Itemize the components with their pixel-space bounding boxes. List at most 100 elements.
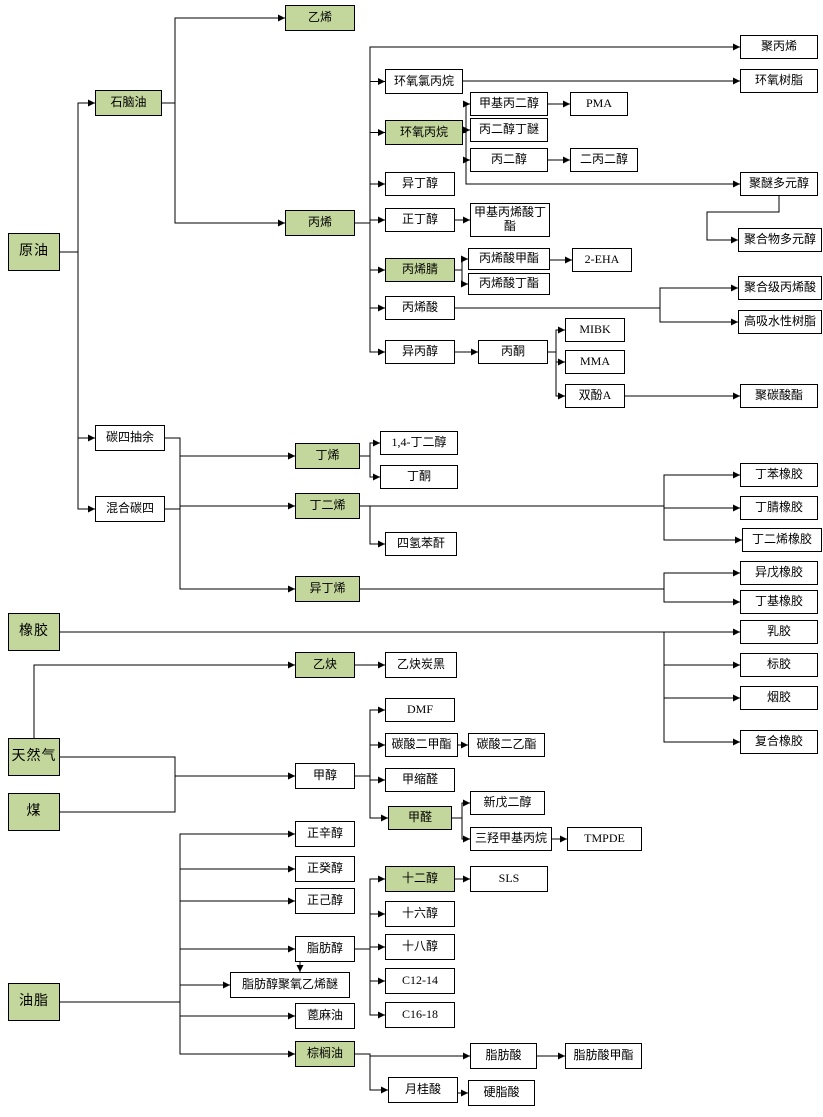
edge-crude-to-mixc4 <box>60 251 95 513</box>
node-paa: 聚合级丙烯酸 <box>738 276 822 300</box>
edge-polyether-to-polymerpolyol <box>706 196 780 244</box>
node-npg: 新戊二醇 <box>470 791 545 815</box>
node-c4raff: 碳四抽余 <box>95 425 165 451</box>
node-bdo: 1,4-丁二醇 <box>380 431 458 455</box>
node-latex: 乳胶 <box>740 620 818 644</box>
node-dmc: 碳酸二甲酯 <box>385 733 458 757</box>
node-compound: 复合橡胶 <box>740 730 818 754</box>
node-sap: 高吸水性树脂 <box>738 310 822 334</box>
node-bpa: 双酚A <box>565 384 625 408</box>
node-lauric: 月桂酸 <box>388 1077 458 1103</box>
node-c1618: C16-18 <box>385 1002 455 1028</box>
node-methylal: 甲缩醛 <box>385 768 455 792</box>
node-thpa: 四氢苯酐 <box>385 532 457 556</box>
node-crude: 原油 <box>8 233 60 271</box>
node-acetone: 丙酮 <box>478 340 548 364</box>
node-castor: 蓖麻油 <box>295 1003 355 1029</box>
node-polyether: 聚醚多元醇 <box>740 172 818 196</box>
node-fattyacid: 脂肪酸 <box>470 1043 537 1069</box>
edge-acetone-to-bpa <box>548 351 565 400</box>
edge-aa-to-sap <box>455 307 738 326</box>
node-stearic: 硬脂酸 <box>468 1080 535 1106</box>
node-mixc4: 混合碳四 <box>95 496 165 522</box>
node-ipa: 异丙醇 <box>385 340 455 364</box>
node-pg: 丙二醇 <box>470 148 548 172</box>
node-acb: 乙炔炭黑 <box>385 652 457 678</box>
node-methanol: 甲醇 <box>295 763 355 789</box>
node-br: 丁二烯橡胶 <box>742 528 822 552</box>
node-butene: 丁烯 <box>295 443 360 469</box>
node-mma: MMA <box>565 350 625 374</box>
node-oils: 油脂 <box>8 983 60 1021</box>
node-sbr: 丁苯橡胶 <box>740 463 818 487</box>
node-rss: 烟胶 <box>740 686 818 710</box>
node-formaldehyde: 甲醛 <box>388 806 452 830</box>
edge-naphtha-to-propylene <box>162 102 285 227</box>
edge-propylene-to-ipa <box>355 222 385 356</box>
node-tsr: 标胶 <box>740 653 818 677</box>
node-palm: 棕榈油 <box>295 1041 355 1067</box>
node-coal: 煤 <box>8 793 60 831</box>
node-nbutanol: 正丁醇 <box>385 208 455 232</box>
node-bma: 甲基丙烯酸丁酯 <box>470 203 550 237</box>
node-aa: 丙烯酸 <box>385 296 455 320</box>
node-dpg: 二丙二醇 <box>570 148 638 172</box>
node-hexanol: 正己醇 <box>295 888 355 914</box>
edge-formaldehyde-to-tmp <box>452 817 470 843</box>
node-tmp: 三羟甲基丙烷 <box>470 827 552 851</box>
node-epoxyresin: 环氧树脂 <box>740 69 818 93</box>
node-po: 环氧丙烷 <box>385 120 463 145</box>
node-pp: 聚丙烯 <box>740 35 818 59</box>
node-mibk: MIBK <box>565 318 625 342</box>
node-decanol: 正癸醇 <box>295 856 355 882</box>
node-mpd: 甲基丙二醇 <box>470 92 548 116</box>
node-isobutylene: 异丁烯 <box>295 576 360 602</box>
edge-butadiene-to-br <box>360 505 742 544</box>
node-nbr: 丁腈橡胶 <box>740 496 818 520</box>
node-butadiene: 丁二烯 <box>295 493 360 519</box>
edge-oils-to-palm <box>60 1001 295 1058</box>
node-naphtha: 石脑油 <box>95 90 162 116</box>
node-dmf: DMF <box>385 698 455 722</box>
node-tmpde: TMPDE <box>567 827 642 851</box>
node-ma: 丙烯酸甲酯 <box>468 248 550 270</box>
node-ng: 天然气 <box>8 738 60 776</box>
edge-fattyalcohol-to-c1618 <box>355 948 385 1019</box>
node-eha: 2-EHA <box>572 248 632 272</box>
node-octanol: 正辛醇 <box>295 821 355 847</box>
node-acetylene: 乙炔 <box>295 652 355 678</box>
node-ba: 丙烯酸丁酯 <box>468 273 550 295</box>
edge-palm-to-lauric <box>355 1053 388 1094</box>
node-stearyl: 十八醇 <box>385 934 455 960</box>
node-pgbe: 丙二醇丁醚 <box>470 118 548 142</box>
edge-coal-to-methanol <box>60 772 295 813</box>
edge-isobutylene-to-iir <box>360 588 740 606</box>
node-cetyl: 十六醇 <box>385 901 455 927</box>
edge-rubber-to-compound <box>60 631 740 746</box>
node-dec: 碳酸二乙酯 <box>468 733 545 757</box>
node-ech: 环氧氯丙烷 <box>385 69 463 94</box>
node-ethylene: 乙烯 <box>285 5 355 31</box>
node-pc: 聚碳酸酯 <box>740 384 818 408</box>
node-dodecanol: 十二醇 <box>385 866 455 892</box>
node-rubber: 橡胶 <box>8 613 60 651</box>
edge-po-to-polyether <box>463 132 740 188</box>
node-fattyalcohol: 脂肪醇 <box>295 936 355 962</box>
node-mek: 丁酮 <box>380 465 458 489</box>
node-sls: SLS <box>470 866 548 892</box>
edge-mixc4-to-isobutylene <box>165 508 295 593</box>
node-isobutanol: 异丁醇 <box>385 172 455 196</box>
node-propylene: 丙烯 <box>285 210 355 236</box>
node-fame: 脂肪酸甲酯 <box>565 1043 642 1069</box>
edge-an-to-ba <box>455 269 468 288</box>
node-an: 丙烯腈 <box>385 258 455 282</box>
edge-ng-to-acetylene <box>33 661 295 738</box>
edge-butene-to-mek <box>360 455 380 481</box>
node-iir: 丁基橡胶 <box>740 590 818 614</box>
node-polymerpolyol: 聚合物多元醇 <box>738 228 822 252</box>
node-pma: PMA <box>570 92 628 116</box>
node-c1214: C12-14 <box>385 968 455 994</box>
